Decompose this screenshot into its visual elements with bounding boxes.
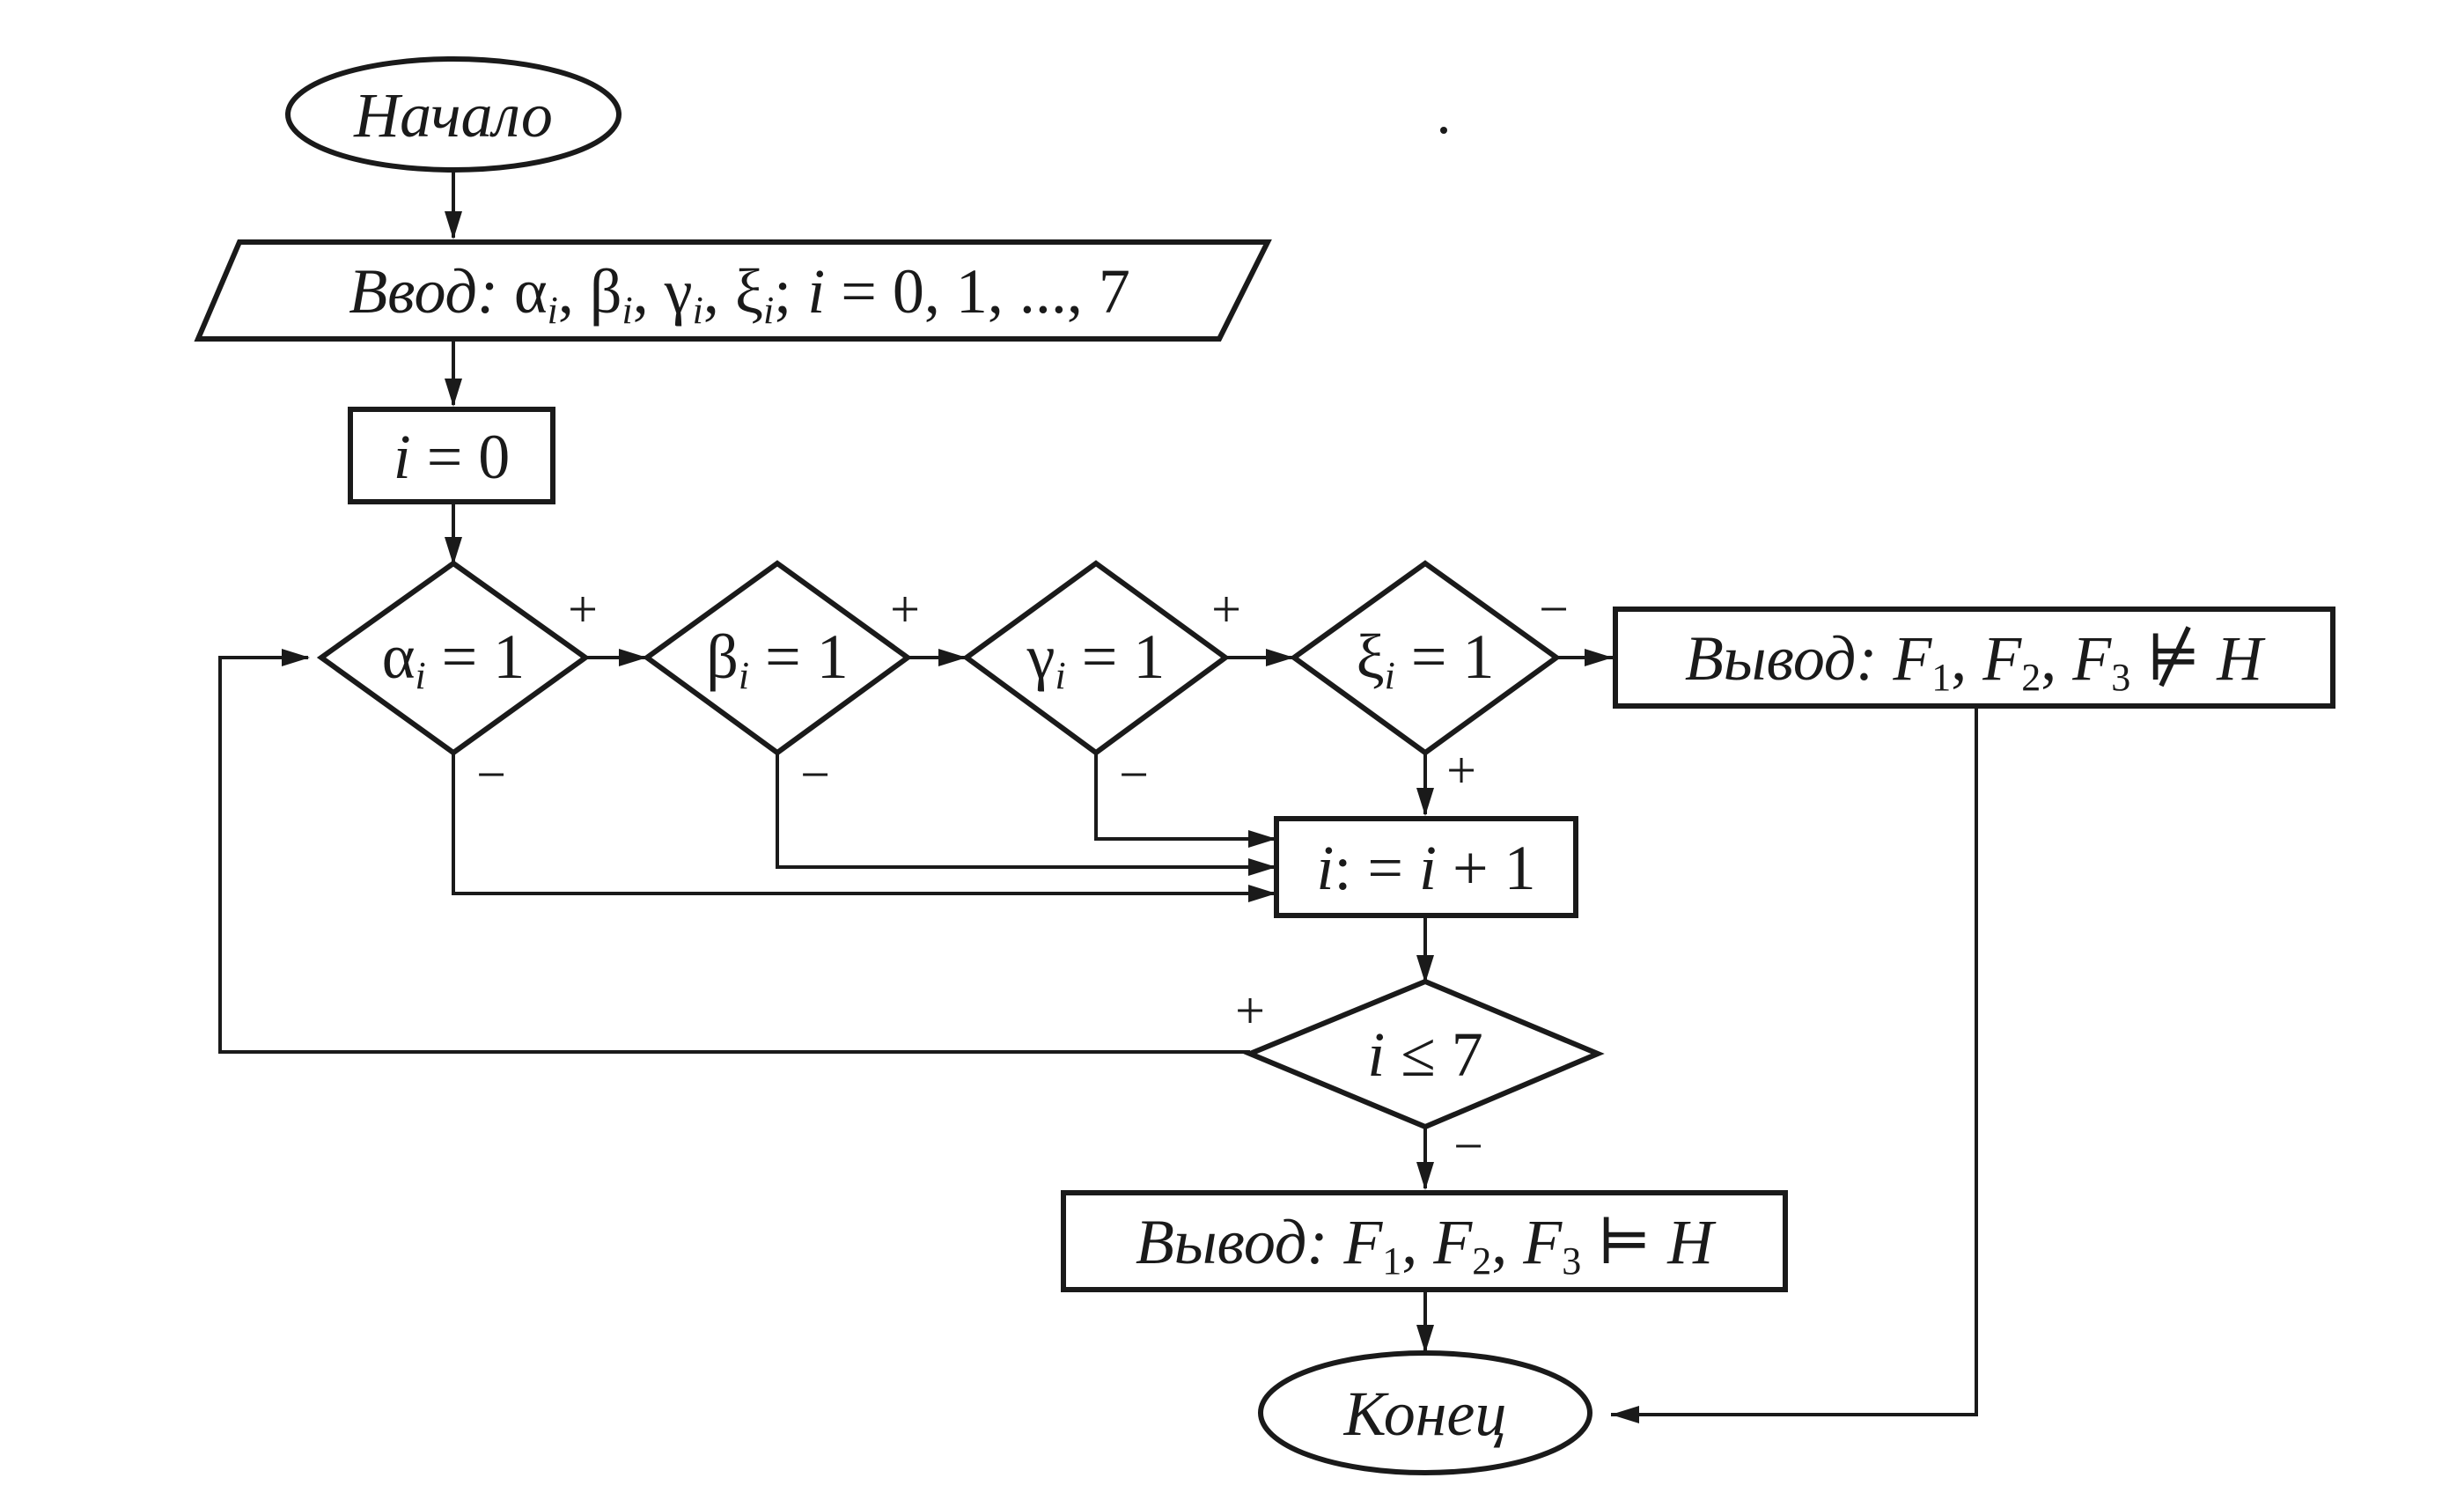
sign-beta-plus: + xyxy=(890,580,920,638)
end-oval xyxy=(1258,1350,1592,1475)
end-terminal: Конец xyxy=(1258,1350,1592,1475)
init-rect xyxy=(348,407,555,504)
sign-gamma-minus: − xyxy=(1119,746,1149,804)
decision-gamma-label: γi = 1 xyxy=(1026,621,1166,697)
arrowhead-right-gamma xyxy=(938,649,967,666)
sign-gamma-plus: + xyxy=(1211,580,1241,638)
input-parallelogram xyxy=(194,239,1272,342)
decision-xi: ξi = 1 xyxy=(1289,560,1562,756)
arrowhead-down-end xyxy=(1416,1325,1434,1353)
decision-beta: βi = 1 xyxy=(642,560,913,756)
arrowhead-right-increment-2 xyxy=(1248,858,1276,876)
line-gamma-minus-to-increment xyxy=(1094,753,1276,841)
arrowhead-left-end xyxy=(1611,1406,1639,1423)
diamond-gamma xyxy=(961,560,1231,756)
arrowhead-down-input xyxy=(445,211,462,239)
arrowhead-right-output-not xyxy=(1585,649,1613,666)
stray-dot xyxy=(1440,127,1447,134)
arrowhead-right-increment-3 xyxy=(1248,885,1276,902)
decision-beta-label: βi = 1 xyxy=(706,621,848,697)
decision-alpha-label: αi = 1 xyxy=(382,621,526,697)
arrowheads xyxy=(282,211,1639,1423)
decision-alpha: αi = 1 xyxy=(316,560,591,756)
line-alpha-minus-to-increment xyxy=(452,753,1276,895)
decision-xi-label: ξi = 1 xyxy=(1357,621,1495,697)
input-block: Ввод: αi, βi, γi, ξi; i = 0, 1, ..., 7 xyxy=(194,239,1272,342)
sign-alpha-plus: + xyxy=(568,580,598,638)
arrowhead-right-loop xyxy=(282,649,310,666)
decision-loop-check: i ≤ 7 xyxy=(1243,978,1605,1130)
decision-gamma: γi = 1 xyxy=(961,560,1231,756)
start-oval xyxy=(285,56,622,173)
output-yes-rect xyxy=(1061,1190,1788,1292)
arrowhead-down-output-yes xyxy=(1416,1162,1434,1190)
line-loop-back-to-alpha xyxy=(218,656,1250,1054)
diamond-xi xyxy=(1289,560,1562,756)
start-label: Начало xyxy=(353,80,553,151)
output-not-rect xyxy=(1613,607,2335,709)
init-label: i = 0 xyxy=(394,422,511,492)
output-not-entails-block: Вывод: F1, F2, F3 ⊭ H xyxy=(1613,607,2335,709)
sign-beta-minus: − xyxy=(800,746,830,804)
arrowhead-down-init xyxy=(445,379,462,407)
output-not-label: Вывод: F1, F2, F3 ⊭ H xyxy=(1685,623,2266,699)
diamond-loop-check xyxy=(1243,978,1605,1130)
increment-block: i: = i + 1 xyxy=(1274,816,1578,918)
sign-xi-plus: + xyxy=(1446,741,1476,799)
increment-label: i: = i + 1 xyxy=(1316,833,1535,903)
sign-alpha-minus: − xyxy=(476,746,506,804)
diamond-beta xyxy=(642,560,913,756)
start-terminal: Начало xyxy=(285,56,622,173)
arrowhead-right-xi xyxy=(1266,649,1294,666)
line-output-not-to-end xyxy=(1611,709,1978,1416)
arrowhead-right-increment-1 xyxy=(1248,830,1276,848)
sign-check-minus: − xyxy=(1453,1117,1483,1175)
line-beta-minus-to-increment xyxy=(776,753,1276,869)
output-yes-label: Вывод: F1, F2, F3 ⊨ H xyxy=(1136,1207,1717,1283)
arrowhead-down-alpha xyxy=(445,537,462,565)
arrowhead-right-beta xyxy=(619,649,647,666)
arrowhead-down-check xyxy=(1416,955,1434,983)
output-entails-block: Вывод: F1, F2, F3 ⊨ H xyxy=(1061,1190,1788,1292)
init-block: i = 0 xyxy=(348,407,555,504)
decision-loop-check-label: i ≤ 7 xyxy=(1367,1019,1483,1090)
diamond-alpha xyxy=(316,560,591,756)
branch-signs: + − + − + − − + + − xyxy=(476,580,1569,1175)
arrowhead-down-increment xyxy=(1416,788,1434,816)
increment-rect xyxy=(1274,816,1578,918)
input-label: Ввод: αi, βi, γi, ξi; i = 0, 1, ..., 7 xyxy=(349,256,1130,332)
end-label: Конец xyxy=(1343,1379,1507,1449)
sign-check-plus: + xyxy=(1235,982,1265,1040)
sign-xi-minus: − xyxy=(1539,580,1569,638)
